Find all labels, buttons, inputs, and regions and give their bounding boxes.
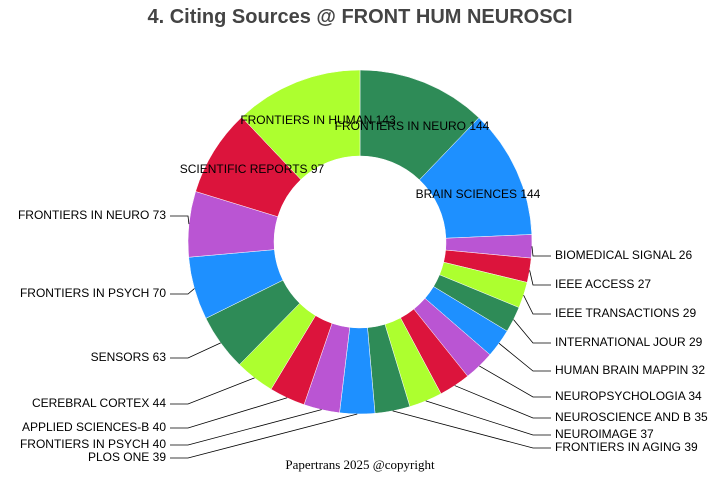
slice-label: FRONTIERS IN HUMAN 143 [240,113,396,127]
slice-label: SENSORS 63 [91,350,167,364]
slice-label: HUMAN BRAIN MAPPIN 32 [555,363,705,377]
leader-line [170,342,221,359]
slice-label: IEEE TRANSACTIONS 29 [555,306,696,320]
leader-line [170,377,255,405]
leader-lines-group [170,215,551,459]
slice-label: BIOMEDICAL SIGNAL 26 [555,248,692,262]
slices-group [187,69,533,415]
leader-line [529,270,551,286]
slice-label: NEUROIMAGE 37 [555,427,654,441]
leader-line [523,294,551,315]
slice-label: APPLIED SCIENCES-B 40 [22,420,166,434]
slice-label: CEREBRAL CORTEX 44 [32,396,166,410]
leader-line [425,400,551,436]
slice-label: BRAIN SCIENCES 144 [416,187,541,201]
slice-label: FRONTIERS IN NEURO 144 [335,119,490,133]
slice-label: NEUROSCIENCE AND B 35 [555,410,708,424]
leader-line [170,215,190,225]
leader-line [170,288,195,295]
slice-label: FRONTIERS IN PSYCH 70 [20,286,166,300]
slice-label: INTERNATIONAL JOUR 29 [555,335,703,349]
leader-line [170,409,322,446]
copyright-footer: Papertrans 2025 @copyright [285,457,435,472]
leader-line [170,397,288,429]
leader-line [170,413,358,459]
slice-frontiers-in-human [241,69,361,180]
leader-line [513,319,551,344]
slice-label: IEEE ACCESS 27 [555,277,651,291]
slice-label: FRONTIERS IN PSYCH 40 [20,437,166,451]
chart-title: 4. Citing Sources @ FRONT HUM NEUROSCI [147,6,573,28]
slice-label: SCIENTIFIC REPORTS 97 [180,162,325,176]
slice-label: FRONTIERS IN AGING 39 [555,440,698,454]
slice-label: PLOS ONE 39 [88,450,166,464]
slice-label: FRONTIERS IN NEURO 73 [18,208,166,222]
leader-line [498,342,551,372]
leader-line [454,385,551,419]
leader-line [479,365,551,398]
leader-line [531,246,551,257]
slice-label: NEUROPSYCHOLOGIA 34 [555,389,702,403]
leader-line [392,410,551,449]
